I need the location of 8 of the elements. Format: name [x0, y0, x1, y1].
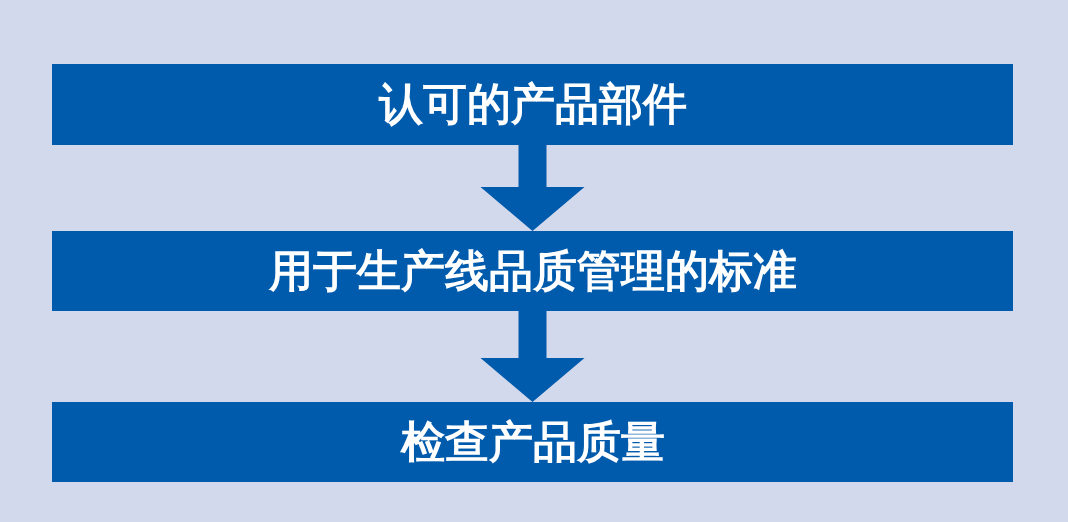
- process-box: [52, 64, 1013, 145]
- arrow: [480, 145, 585, 231]
- box-label: 认可的产品部件: [378, 77, 687, 131]
- process-box: [52, 402, 1013, 482]
- arrow: [480, 311, 585, 402]
- box-label: 检查产品质量: [400, 414, 665, 469]
- box-label: 用于生产线品质管理的标准: [268, 243, 797, 298]
- process-box: [52, 231, 1013, 311]
